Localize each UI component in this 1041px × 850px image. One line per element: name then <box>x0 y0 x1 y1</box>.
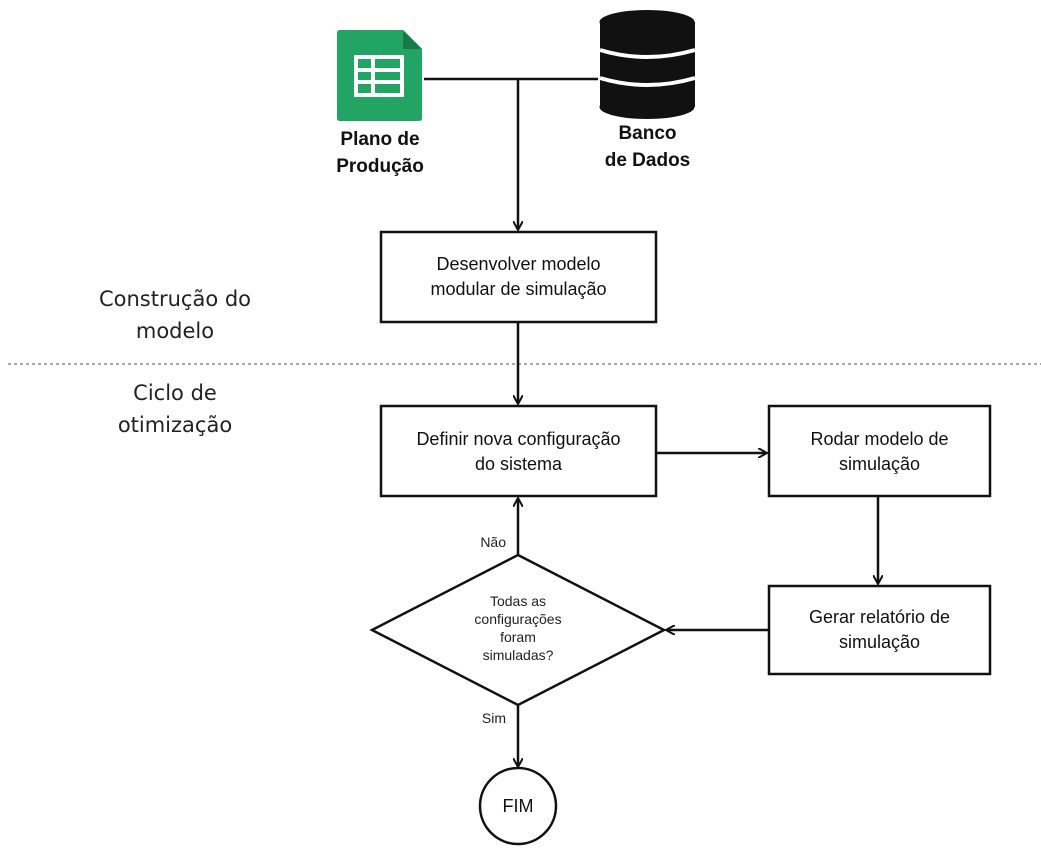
phase-construction-label: Construção do modelo <box>98 287 252 343</box>
run-model-box <box>767 404 992 498</box>
report-text: Gerar relatório de simulação <box>808 607 951 652</box>
develop-model-text: Desenvolver modelo modular de simulação <box>430 254 607 299</box>
report-box <box>767 584 992 676</box>
plan-label: Plano de Produção <box>336 129 424 177</box>
database-icon <box>599 10 696 119</box>
define-config-box <box>379 404 658 498</box>
branch-no-label: Não <box>480 534 506 550</box>
decision-question: Todas as configurações foram simuladas? <box>474 593 562 663</box>
phase-optimization-label: Ciclo de otimização <box>117 381 233 437</box>
spreadsheet-icon <box>337 30 422 121</box>
db-label: Banco de Dados <box>604 123 691 171</box>
branch-yes-label: Sim <box>481 710 506 726</box>
end-circle <box>478 766 558 846</box>
define-config-text: Definir nova configuração do sistema <box>416 429 621 474</box>
end-label: FIM <box>502 796 534 816</box>
run-model-text: Rodar modelo de simulação <box>810 429 949 474</box>
